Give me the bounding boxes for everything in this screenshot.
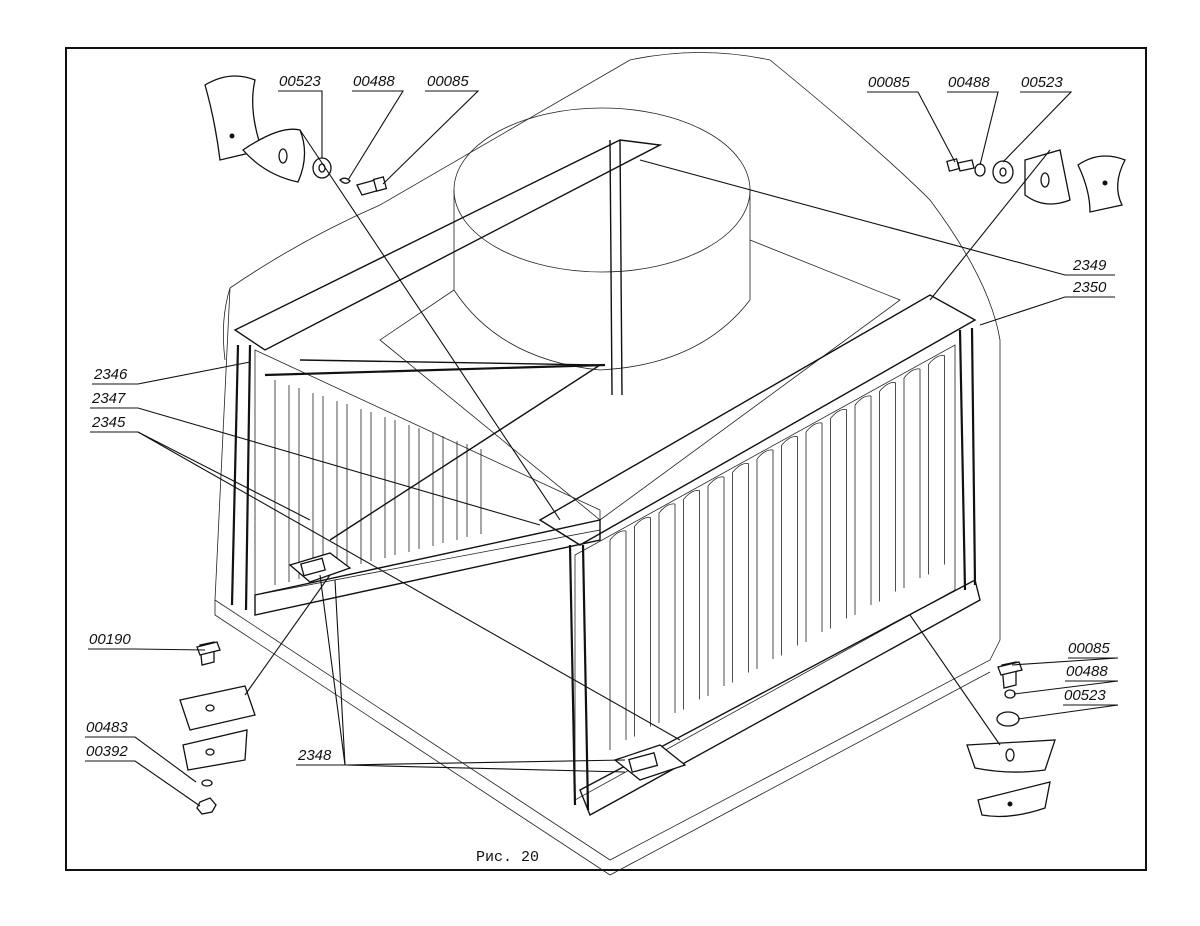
radiator-fin <box>903 368 921 588</box>
radiator-fin <box>394 420 410 555</box>
mount-pads <box>288 552 687 781</box>
leader-lines <box>85 90 1119 807</box>
callout-label-tl-00523: 00523 <box>279 73 321 90</box>
radiator-fin <box>854 395 872 615</box>
radiator-fin <box>805 422 823 642</box>
radiator-fin <box>274 380 290 585</box>
left-radiator-core <box>230 139 663 616</box>
callout-label-2347: 2347 <box>91 390 126 407</box>
radiator-fin <box>609 530 627 750</box>
callout-labels: 00523 00488 00085 00085 00488 00523 2349… <box>86 73 1110 764</box>
radiator-fin <box>781 436 798 656</box>
right-radiator-core <box>538 139 981 816</box>
radiator-fin <box>707 476 725 696</box>
radiator-fin <box>634 517 651 737</box>
callout-label-br-00085: 00085 <box>1068 640 1110 657</box>
callout-label-tr-00488: 00488 <box>948 74 990 91</box>
callout-label-br-00488: 00488 <box>1066 663 1108 680</box>
callout-label-br-00523: 00523 <box>1064 687 1106 704</box>
radiator-fin <box>298 388 314 579</box>
exploded-parts <box>179 75 1126 818</box>
callout-label-2345: 2345 <box>91 414 126 431</box>
radiator-fin <box>466 444 482 537</box>
radiator-fin <box>346 404 362 567</box>
radiator-fin <box>732 463 749 683</box>
radiator-fin <box>683 490 700 710</box>
callout-label-bl-00392: 00392 <box>86 743 128 760</box>
figure-caption: Рис. 20 <box>476 849 539 866</box>
callout-label-tr-00523: 00523 <box>1021 74 1063 91</box>
drawing-border <box>65 47 1147 871</box>
callout-label-tl-00085: 00085 <box>427 73 469 90</box>
radiator-fin <box>322 396 338 573</box>
radiator-fin <box>830 409 847 629</box>
callout-label-tl-00488: 00488 <box>353 73 395 90</box>
callout-label-2348: 2348 <box>297 747 332 764</box>
callout-label-2346: 2346 <box>93 366 128 383</box>
callout-label-bl-00483: 00483 <box>86 719 128 736</box>
radiator-fin <box>418 428 434 549</box>
radiator-fin <box>756 449 774 669</box>
radiator-fin <box>658 503 676 723</box>
radiator-fin <box>370 412 386 561</box>
callout-label-2350: 2350 <box>1072 279 1107 296</box>
callout-label-2349: 2349 <box>1072 257 1107 274</box>
radiator-fin <box>879 382 896 602</box>
radiator-fin <box>442 436 458 543</box>
callout-label-bl-00190: 00190 <box>89 631 131 648</box>
radiator-fin <box>928 355 945 575</box>
housing-outline <box>214 52 1001 876</box>
callout-label-tr-00085: 00085 <box>868 74 910 91</box>
